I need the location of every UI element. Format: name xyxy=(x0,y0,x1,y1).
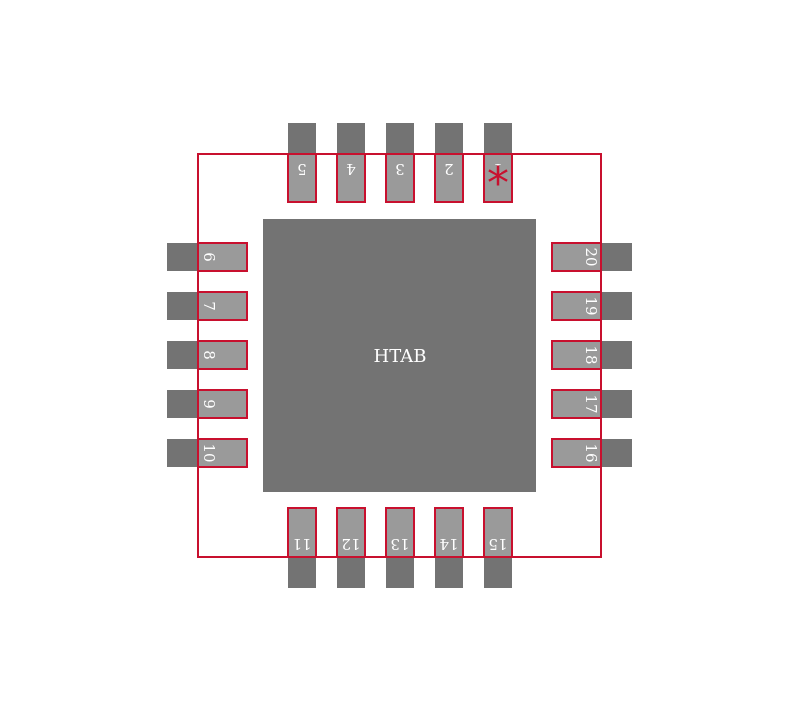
component-label: HTAB xyxy=(374,346,427,367)
pin-label: 2 xyxy=(444,160,454,178)
pin-label: 9 xyxy=(200,399,218,409)
pin-label: 15 xyxy=(488,535,507,553)
pin-18: 18 xyxy=(551,340,632,370)
pin-pad xyxy=(551,438,602,468)
pin-pad xyxy=(197,242,248,272)
pin-label: 20 xyxy=(582,247,600,266)
pin-5: 5 xyxy=(287,123,317,203)
pin-pad xyxy=(385,153,415,203)
pin-19: 19 xyxy=(551,291,632,321)
pin-label: 4 xyxy=(346,160,356,178)
pin-9: 9 xyxy=(167,389,248,419)
pin-2: 2 xyxy=(434,123,464,203)
pin-pad xyxy=(336,507,366,558)
pin-lead xyxy=(484,557,512,588)
pin-lead xyxy=(386,557,414,588)
pin-11: 11 xyxy=(287,507,317,588)
pin-17: 17 xyxy=(551,389,632,419)
pin-pad xyxy=(483,507,513,558)
pin-label: 13 xyxy=(390,535,409,553)
pin1-marker: * xyxy=(487,158,509,209)
pin-7: 7 xyxy=(167,291,248,321)
pin-pad xyxy=(197,291,248,321)
pin-13: 13 xyxy=(385,507,415,588)
pin-lead xyxy=(601,243,632,271)
pin-8: 8 xyxy=(167,340,248,370)
pin-3: 3 xyxy=(385,123,415,203)
pin-pad xyxy=(287,507,317,558)
pin-pad xyxy=(551,389,602,419)
pin-lead xyxy=(601,341,632,369)
pin-lead xyxy=(601,439,632,467)
pin-6: 6 xyxy=(167,242,248,272)
pin-lead xyxy=(484,123,512,154)
pin-lead xyxy=(167,439,198,467)
pin-pad xyxy=(287,153,317,203)
pin-4: 4 xyxy=(336,123,366,203)
pin-label: 16 xyxy=(582,443,600,462)
pin-12: 12 xyxy=(336,507,366,588)
pin-pad xyxy=(551,340,602,370)
pin-lead xyxy=(167,243,198,271)
pin-label: 17 xyxy=(582,394,600,413)
pin-label: 5 xyxy=(297,160,307,178)
thermal-pad xyxy=(263,219,536,492)
pin-1: 1 xyxy=(483,123,513,203)
pin-lead xyxy=(386,123,414,154)
pin-pad xyxy=(385,507,415,558)
pin-lead xyxy=(435,123,463,154)
pin-lead xyxy=(601,292,632,320)
pin-label: 11 xyxy=(292,535,311,553)
pin-label: 7 xyxy=(200,301,218,311)
pin-lead xyxy=(601,390,632,418)
pin-lead xyxy=(435,557,463,588)
pin-lead xyxy=(167,390,198,418)
pin-label: 19 xyxy=(582,296,600,315)
pin-lead xyxy=(167,341,198,369)
pin-label: 12 xyxy=(341,535,360,553)
pin-16: 16 xyxy=(551,438,632,468)
pin-lead xyxy=(337,123,365,154)
pin-pad xyxy=(336,153,366,203)
pin-pad xyxy=(434,507,464,558)
pin-label: 18 xyxy=(582,345,600,364)
pin-14: 14 xyxy=(434,507,464,588)
pin-label: 1 xyxy=(493,160,503,178)
pin-label: 3 xyxy=(395,160,405,178)
pin-pad xyxy=(551,291,602,321)
pin-pad xyxy=(483,153,513,203)
pin-lead xyxy=(288,123,316,154)
pin-pad xyxy=(551,242,602,272)
pin-15: 15 xyxy=(483,507,513,588)
pin-group: 5 4 3 2 1 6 7 xyxy=(167,123,632,588)
pin-pad xyxy=(197,438,248,468)
pin-lead xyxy=(167,292,198,320)
pin-label: 8 xyxy=(200,350,218,360)
pin-10: 10 xyxy=(167,438,248,468)
pin-lead xyxy=(337,557,365,588)
pin-20: 20 xyxy=(551,242,632,272)
pin-pad xyxy=(197,340,248,370)
pin-label: 10 xyxy=(200,443,218,462)
pin-label: 14 xyxy=(439,535,458,553)
pin-lead xyxy=(288,557,316,588)
pin-label: 6 xyxy=(200,252,218,262)
pin-pad xyxy=(434,153,464,203)
pin-pad xyxy=(197,389,248,419)
